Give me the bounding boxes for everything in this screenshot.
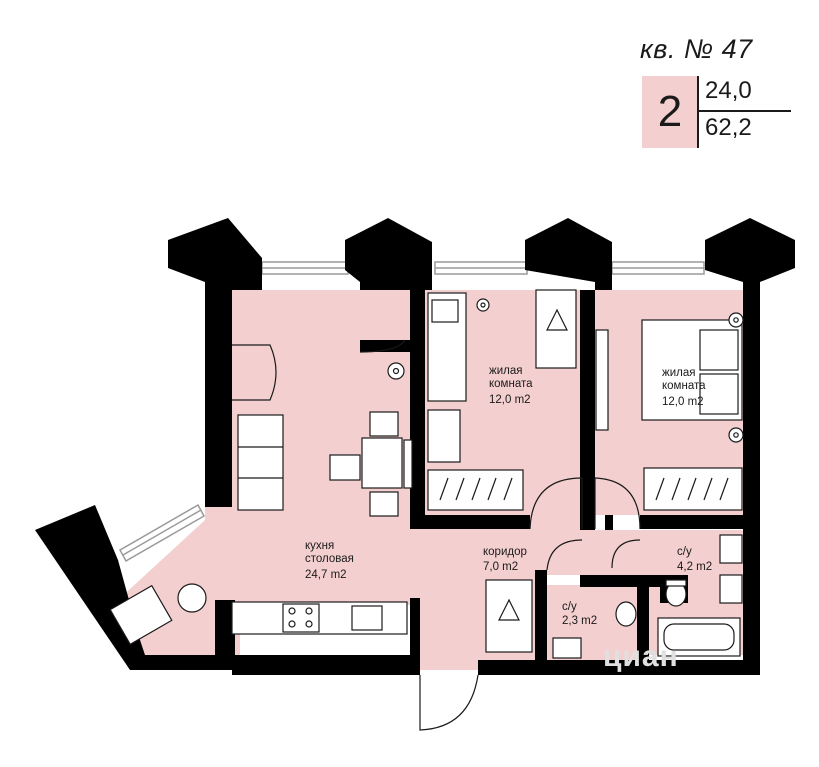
stove: [282, 603, 320, 633]
bedroom2-label-line2: комната: [662, 380, 706, 392]
bath-large-area: 4,2 m2: [677, 561, 712, 573]
sofa: [237, 414, 284, 511]
bedroom2-furniture: [595, 312, 744, 511]
bedroom2-area: 12,0 m2: [662, 396, 704, 408]
clothes-rack-1: [535, 289, 577, 369]
kitchen-label-line1: кухня: [305, 540, 334, 552]
washing-machine: [719, 534, 743, 564]
header-divider-vertical: [697, 76, 699, 148]
walls: [35, 218, 795, 675]
doors: [232, 339, 641, 731]
bedroom1-label-line1: жилая: [489, 365, 522, 377]
apartment-number: кв. № 47: [640, 34, 753, 64]
toilet-small: [615, 601, 637, 627]
sink-large: [719, 574, 743, 604]
armchair: [109, 584, 173, 646]
bath-small-label: с/у: [562, 601, 577, 613]
watermark: циан: [603, 640, 679, 673]
header-divider-horizontal: [699, 110, 791, 112]
clothes-rack-2: [485, 579, 533, 653]
desk: [427, 409, 461, 463]
kitchen-area: 24,7 m2: [305, 569, 347, 581]
dresser: [643, 467, 743, 511]
bedroom1-label-line2: комната: [489, 378, 533, 390]
sink-small: [552, 637, 582, 659]
rooms-count-box: [642, 76, 698, 148]
bathroom-fixtures: [485, 534, 743, 659]
bedroom1-furniture: [427, 289, 577, 511]
bedroom1-area: 12,0 m2: [489, 394, 531, 406]
round-table: [177, 583, 207, 613]
bedroom2-label-line1: жилая: [662, 367, 695, 379]
corridor-area: 7,0 m2: [483, 561, 518, 573]
dining-table: [361, 437, 403, 489]
windows: [118, 261, 705, 563]
kitchen-sink: [351, 605, 383, 631]
living-area: 24,0: [705, 77, 752, 104]
rooms-count: 2: [657, 87, 683, 136]
bath-small-area: 2,3 m2: [562, 615, 597, 627]
total-area: 62,2: [705, 114, 752, 141]
corridor-label: коридор: [483, 546, 527, 558]
kitchen-furniture: [109, 362, 413, 646]
wall-shelf: [595, 329, 609, 431]
room-labels: кухня столовая 24,7 m2 жилая комната 12,…: [305, 365, 712, 627]
kitchen-label-line2: столовая: [305, 553, 354, 565]
bath-large-label: с/у: [677, 546, 692, 558]
